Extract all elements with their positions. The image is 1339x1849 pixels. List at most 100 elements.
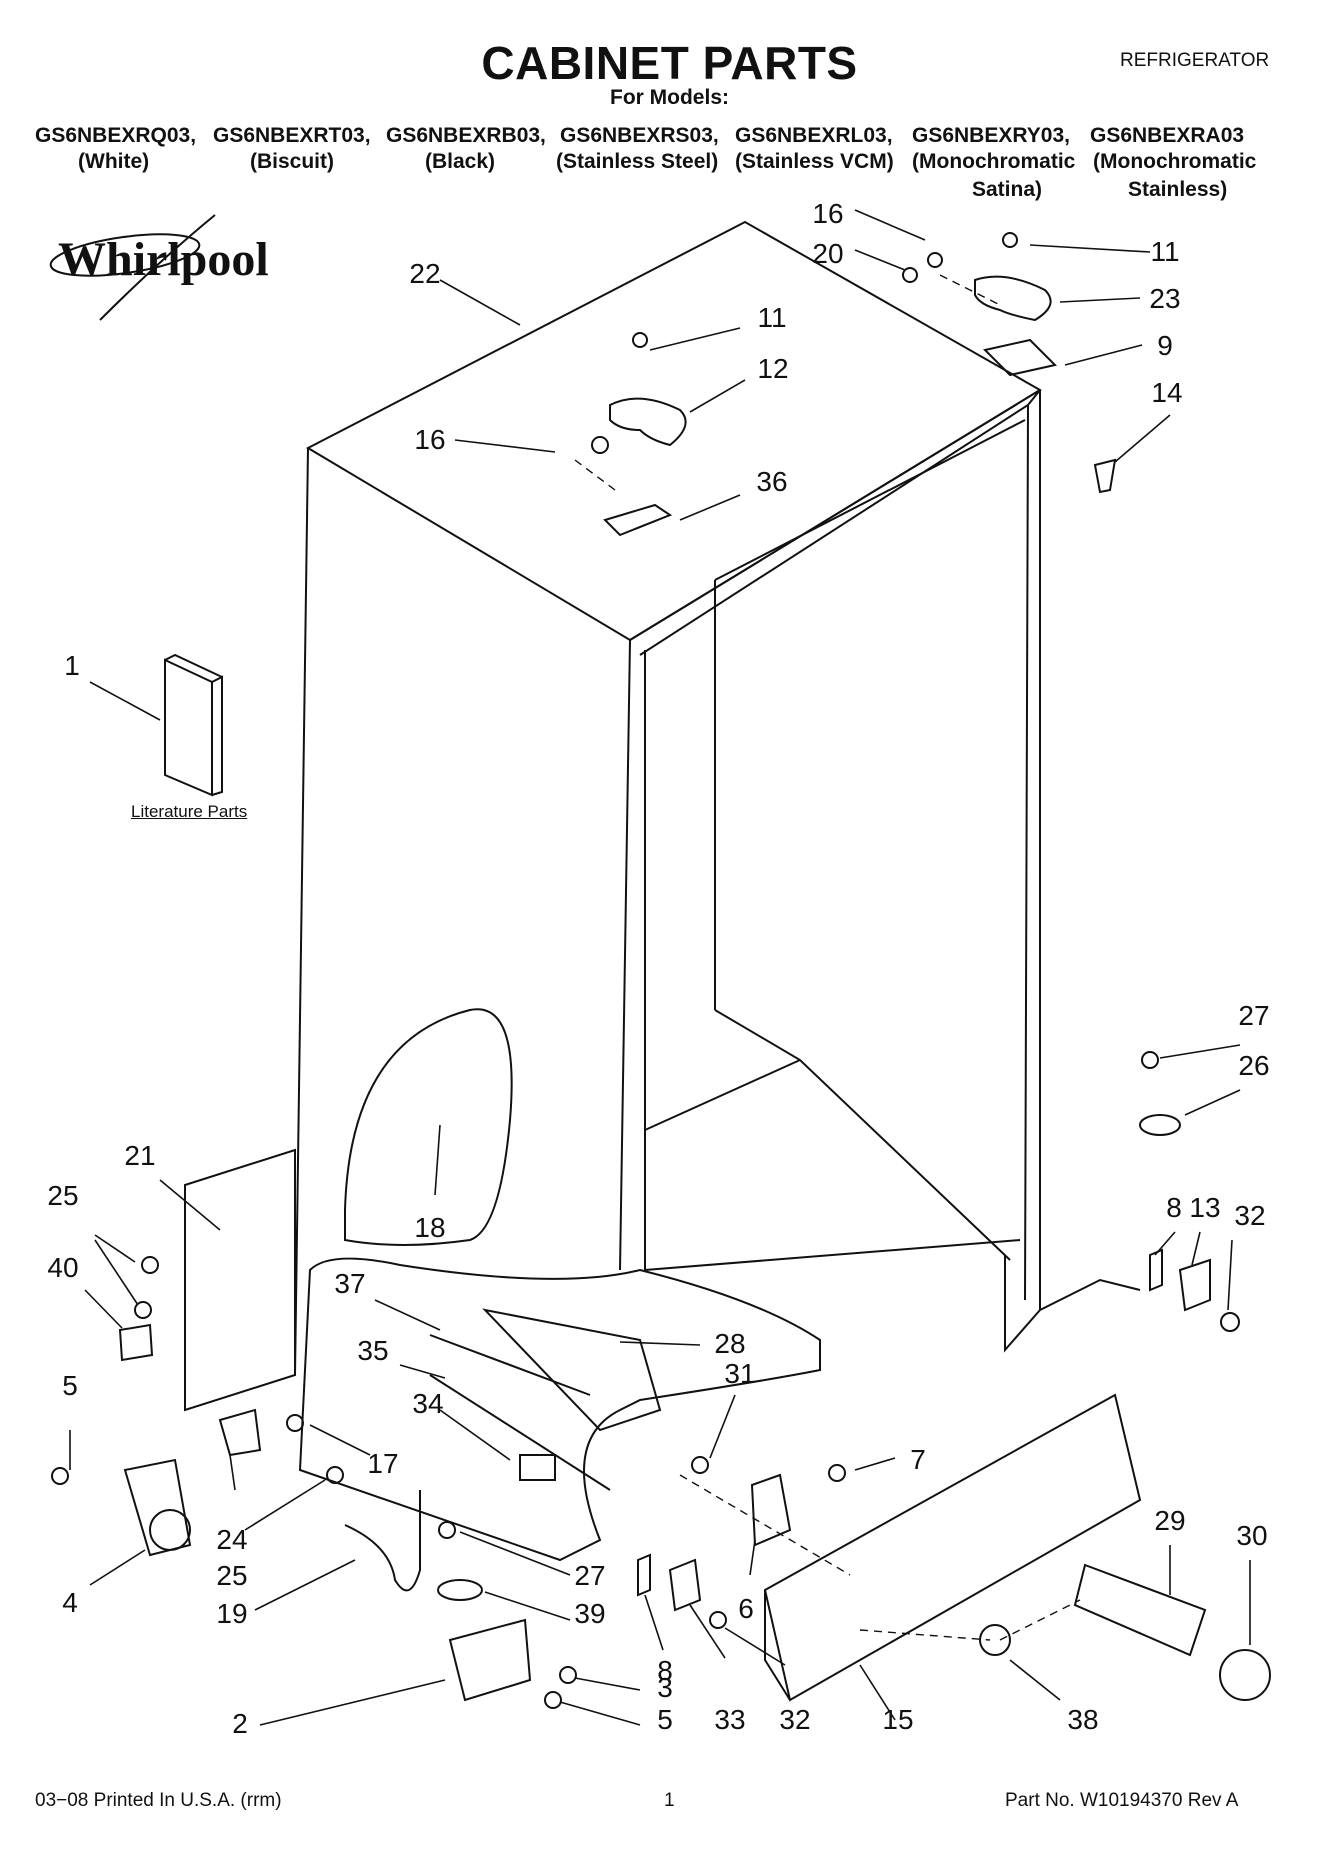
callout: 30 — [1236, 1520, 1268, 1551]
callout: 1 — [64, 650, 80, 681]
logo-arc-icon — [99, 214, 216, 321]
part-34-block — [519, 1454, 556, 1481]
callout: 35 — [357, 1335, 389, 1366]
callout: 37 — [334, 1268, 366, 1299]
part-27-screw-right — [1141, 1051, 1159, 1069]
callout: 3 — [657, 1672, 673, 1703]
model-color: (Biscuit) — [250, 150, 334, 173]
model-color-line2: Satina) — [972, 178, 1043, 201]
callout: 23 — [1149, 283, 1181, 314]
callout: 22 — [409, 258, 441, 289]
callout: 4 — [62, 1587, 78, 1618]
callout: 21 — [124, 1140, 156, 1171]
cabinet-shell — [294, 220, 1141, 1376]
callout: 14 — [1151, 377, 1183, 408]
cutaway-window — [344, 1008, 513, 1246]
callout: 8 — [657, 1655, 673, 1686]
model-code: GS6NBEXRA03 — [1090, 124, 1245, 147]
page-number: 1 — [664, 1790, 675, 1811]
callout: 40 — [47, 1252, 79, 1283]
part-6-bracket — [750, 1473, 792, 1547]
page-title: CABINET PARTS — [481, 37, 858, 89]
callout: 9 — [1157, 330, 1173, 361]
part-38-cap — [979, 1624, 1011, 1656]
model-code: GS6NBEXRB03, — [386, 124, 546, 147]
print-info: 03−08 Printed In U.S.A. (rrm) — [35, 1790, 282, 1811]
callout: 13 — [1189, 1192, 1221, 1223]
callout: 6 — [738, 1593, 754, 1624]
for-models-label: For Models: — [610, 86, 729, 109]
callout: 19 — [216, 1598, 248, 1629]
part-8-shim-bottom — [637, 1553, 651, 1597]
model-code: GS6NBEXRQ03, — [35, 124, 197, 147]
part-39-washer — [437, 1579, 483, 1601]
callout: 27 — [574, 1560, 606, 1591]
part-4-wheel — [149, 1509, 191, 1551]
literature-parts-label: Literature Parts — [131, 802, 248, 821]
part-35-rod — [429, 1374, 611, 1491]
model-code: GS6NBEXRT03, — [213, 124, 371, 147]
part-30-filter-cap — [1219, 1649, 1271, 1701]
callout: 28 — [714, 1328, 746, 1359]
part-37-tube — [429, 1334, 591, 1396]
callout: 5 — [657, 1704, 673, 1735]
callout: 31 — [724, 1358, 756, 1389]
model-code: GS6NBEXRL03, — [735, 124, 893, 147]
part-13-roller-right — [1178, 1258, 1211, 1312]
top-hinge-right — [902, 232, 1057, 377]
part-15-grille — [763, 1393, 1142, 1702]
callout: 32 — [1234, 1200, 1266, 1231]
part-2-leveler — [448, 1618, 532, 1702]
part-5-screw-bottom — [544, 1691, 562, 1709]
callout: 25 — [216, 1560, 248, 1591]
callout: 24 — [216, 1524, 248, 1555]
part-32-screw-right — [1220, 1312, 1240, 1332]
callout: 26 — [1238, 1050, 1270, 1081]
callout: 25 — [47, 1180, 79, 1211]
part-26-washer-right — [1139, 1114, 1181, 1136]
model-code: GS6NBEXRY03, — [912, 124, 1070, 147]
part-7-screw — [828, 1464, 846, 1482]
model-color: (Stainless Steel) — [556, 150, 719, 173]
callout: 20 — [812, 238, 844, 269]
model-code: GS6NBEXRS03, — [560, 124, 719, 147]
part-33-roller — [668, 1558, 702, 1612]
model-color-line2: Stainless) — [1128, 178, 1228, 201]
part-24-bracket — [218, 1408, 262, 1457]
part-29-filter — [1073, 1563, 1207, 1657]
part-31-screw — [691, 1456, 709, 1474]
part-4-wheel-bracket — [123, 1458, 192, 1557]
part-25-screw-upper — [141, 1256, 159, 1274]
appliance-category: REFRIGERATOR — [1120, 50, 1270, 71]
model-color: (Black) — [425, 150, 496, 173]
callout: 39 — [574, 1598, 606, 1629]
part-number: Part No. W10194370 Rev A — [1005, 1790, 1239, 1811]
part-3-screw — [559, 1666, 577, 1684]
model-color: (Stainless VCM) — [735, 150, 894, 173]
part-27-screw-lower — [438, 1521, 456, 1539]
model-color: (Monochromatic — [1093, 150, 1257, 173]
part-8-shim-right — [1149, 1248, 1163, 1292]
part-5-screw-left — [51, 1467, 69, 1485]
callout: 16 — [812, 198, 844, 229]
callout: 12 — [757, 353, 789, 384]
part-40-screw — [134, 1301, 152, 1319]
callout: 2 — [232, 1708, 248, 1739]
callout: 17 — [367, 1448, 399, 1479]
part-28-assembly — [482, 1308, 662, 1432]
dashed-guides — [574, 274, 1081, 1641]
whirlpool-logo: Whirlpool — [58, 233, 269, 286]
part-40-clip — [118, 1323, 154, 1362]
leader-lines — [69, 209, 1251, 1726]
callout: 7 — [910, 1444, 926, 1475]
callout: 16 — [414, 424, 446, 455]
callout: 11 — [1150, 236, 1180, 267]
part-32-screw-bottom — [709, 1611, 727, 1629]
callout: 38 — [1067, 1704, 1099, 1735]
model-color: (Monochromatic — [912, 150, 1076, 173]
callout: 34 — [412, 1388, 444, 1419]
logo-swoosh-icon — [49, 233, 201, 277]
callout: 11 — [757, 302, 787, 333]
part-14-clip — [1093, 458, 1117, 494]
